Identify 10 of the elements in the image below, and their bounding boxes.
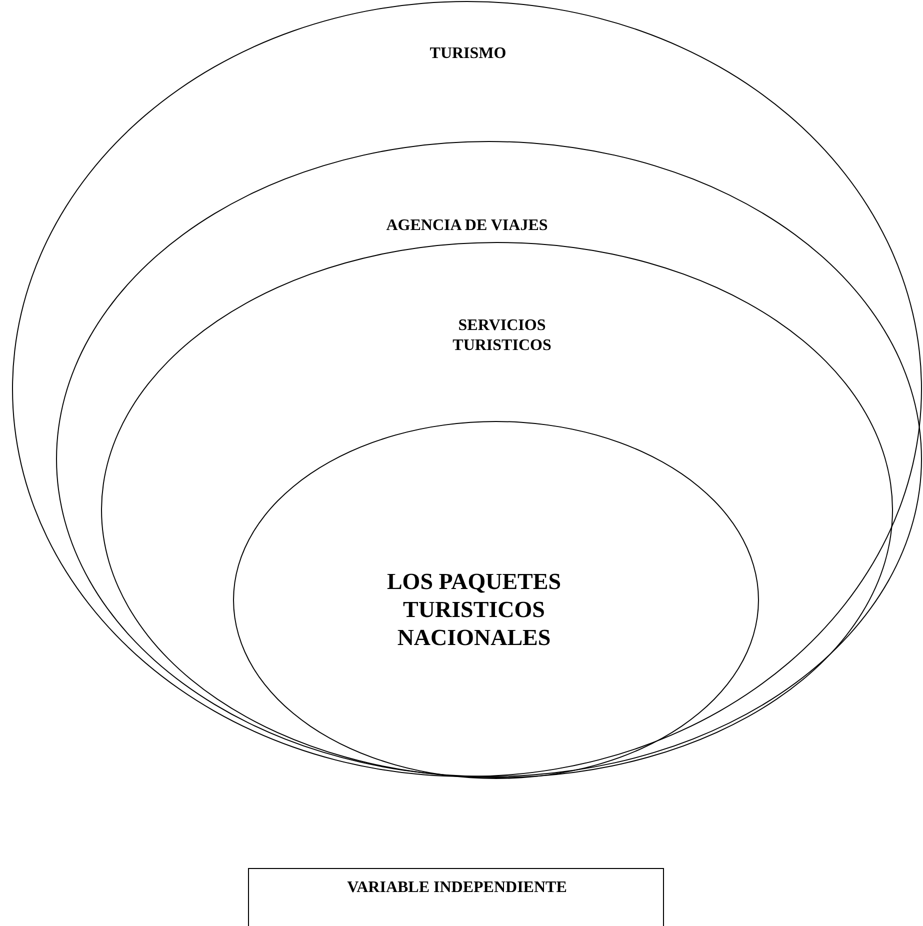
node-label: LOS PAQUETES TURISTICOS NACIONALES	[386, 568, 562, 652]
oval	[56, 141, 922, 777]
inner-oval	[233, 421, 759, 779]
oval	[101, 242, 893, 778]
node-label: TURISMO	[428, 44, 508, 64]
variable-box	[248, 868, 664, 926]
node-label: SERVICIOS TURISTICOS	[452, 316, 552, 356]
node-label: AGENCIA DE VIAJES	[385, 216, 549, 236]
node-label: VARIABLE INDEPENDIENTE	[346, 878, 568, 898]
outer-oval	[12, 1, 922, 777]
